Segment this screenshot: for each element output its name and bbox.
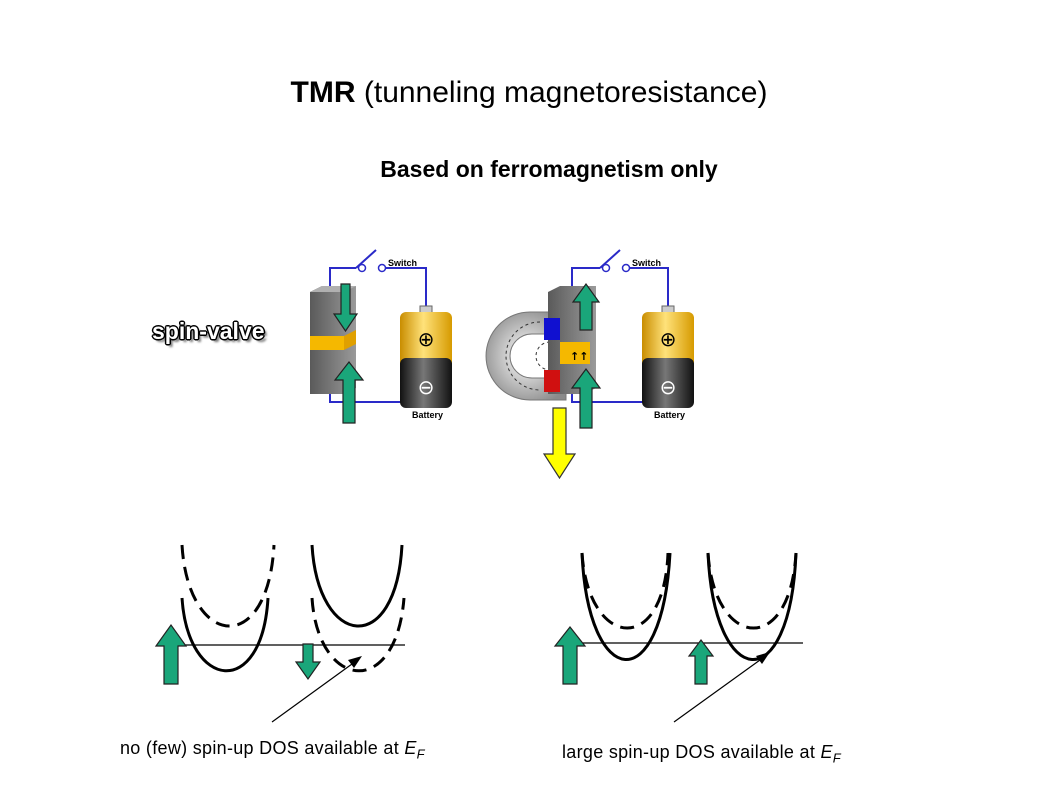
spin-down-arrow-icon [332,283,359,333]
magnet-pole-south [544,370,560,392]
dos-curve-dashed [180,544,276,628]
battery-label-right: Battery [654,410,685,420]
subtitle: Based on ferromagnetism only [380,156,718,182]
dos-panel-right [578,552,803,723]
dos-curve-solid [706,552,798,661]
caption-left: no (few) spin-up DOS available at EF [120,738,425,762]
minus-icon: ⊖ [418,375,435,399]
magnet-pole-north [544,318,560,340]
spin-up-arrow-icon [154,623,188,685]
switch-label-right: Switch [632,258,661,268]
spin-up-arrow-icon [687,639,715,685]
battery-left [400,312,452,372]
caption-right: large spin-up DOS available at EF [562,742,841,766]
page-title: TMR (tunneling magnetoresistance) [290,76,768,109]
minus-icon: ⊖ [660,375,677,399]
tunnel-barrier-right [560,342,590,364]
tunnel-barrier-left [310,336,344,350]
spin-up-arrow-icon [553,626,587,685]
battery-label-left: Battery [412,410,443,420]
dos-curve-solid [580,552,672,661]
dos-curve-dashed [706,552,798,630]
plus-icon: ⊕ [660,327,677,351]
dos-curve-dashed [310,597,406,673]
spin-down-arrow-icon [294,643,322,681]
right-circuit: Switch ↑↑ ⊕ ⊖ Battery [485,249,694,480]
spin-up-arrow-icon [333,361,365,424]
switch-label-left: Switch [388,258,417,268]
dos-panel-left [180,544,406,723]
spin-valve-label: spin-valve [152,318,265,344]
left-circuit: Switch ⊕ ⊖ Battery [310,249,452,424]
dos-curve-dashed [580,552,670,630]
dos-curve-solid [310,544,404,628]
pointer-line [271,663,353,723]
plus-icon: ⊕ [418,327,435,351]
spin-up-arrow-icon [570,367,602,429]
dos-curve-solid [180,597,270,673]
svg-text:↑↑: ↑↑ [570,350,588,363]
spin-up-arrow-icon [571,282,601,331]
field-arrow-down-icon [542,407,577,480]
pointer-line [673,659,761,723]
battery-right [642,312,694,372]
